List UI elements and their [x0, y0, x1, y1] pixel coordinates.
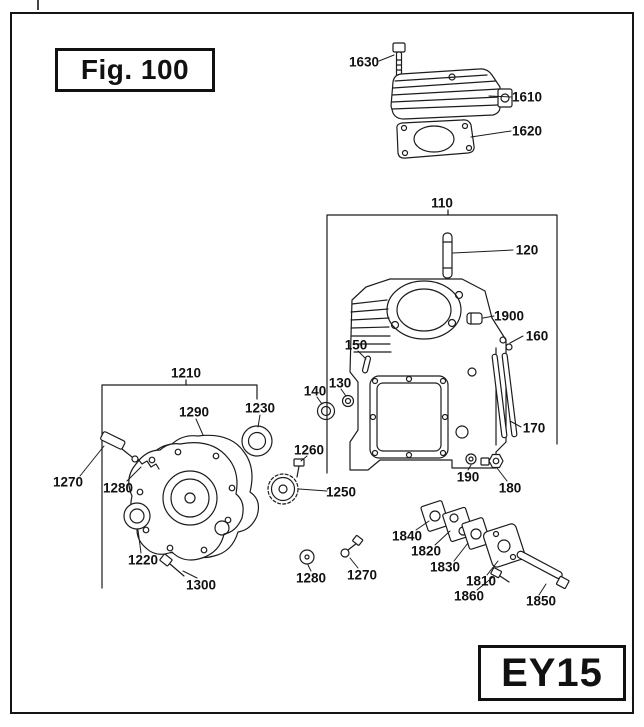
- part-label-1900: 1900: [493, 308, 525, 324]
- leader-lines: [79, 54, 547, 596]
- group-bracket-110: [326, 209, 558, 474]
- washer-1280-drawing: [299, 549, 315, 565]
- part-label-1270: 1270: [52, 474, 84, 490]
- governor-shaft-1270-drawing: [100, 431, 139, 463]
- part-label-1210: 1210: [170, 365, 202, 381]
- cylinder-head-drawing: [390, 68, 513, 120]
- part-label-1850: 1850: [525, 593, 557, 609]
- part-label-1610: 1610: [511, 89, 543, 105]
- part-label-1250: 1250: [325, 484, 357, 500]
- muffler-cover-1810-drawing: [482, 523, 526, 568]
- plug-1900-drawing: [466, 312, 483, 325]
- stud-120-drawing: [442, 232, 453, 279]
- part-label-1230: 1230: [244, 400, 276, 416]
- part-label-1830: 1830: [429, 559, 461, 575]
- part-label-110: 110: [431, 195, 453, 211]
- drain-plug-180-drawing: [480, 453, 504, 469]
- gear-1250-drawing: [267, 473, 299, 505]
- part-label-190: 190: [456, 469, 480, 485]
- part-label-1840: 1840: [391, 528, 423, 544]
- part-label-120: 120: [515, 242, 539, 258]
- part-label-1270: 1270: [346, 567, 378, 583]
- part-label-1300: 1300: [185, 577, 217, 593]
- part-label-1620: 1620: [511, 123, 543, 139]
- bolt-1300-drawing: [159, 553, 185, 577]
- part-label-1260: 1260: [293, 442, 325, 458]
- registration-mark: [37, 0, 39, 10]
- spring-1280-drawing: [137, 458, 160, 470]
- washer-190-drawing: [465, 453, 477, 465]
- head-gasket-drawing: [396, 119, 475, 159]
- engine-block-drawing: [349, 278, 507, 471]
- part-label-1280: 1280: [102, 480, 134, 496]
- nuts-160-drawing: [499, 336, 513, 351]
- screw-1270-drawing: [340, 534, 364, 558]
- part-label-170: 170: [522, 420, 546, 436]
- bolt-1860-drawing: [490, 567, 510, 583]
- part-label-1630: 1630: [348, 54, 380, 70]
- model-number: EY15: [501, 650, 603, 695]
- part-label-180: 180: [498, 480, 522, 496]
- figure-number-box: Fig. 100: [55, 48, 215, 92]
- bolt-1850-drawing: [516, 550, 570, 590]
- stud-150-drawing: [361, 355, 372, 374]
- part-label-1860: 1860: [453, 588, 485, 604]
- part-label-1820: 1820: [410, 543, 442, 559]
- part-label-1280: 1280: [295, 570, 327, 586]
- washer-130-drawing: [341, 394, 355, 408]
- model-number-box: EY15: [478, 645, 626, 701]
- studs-170-drawing: [491, 352, 518, 439]
- page-border: [10, 12, 634, 714]
- part-label-130: 130: [328, 375, 352, 391]
- part-label-1290: 1290: [178, 404, 210, 420]
- part-label-1810: 1810: [465, 573, 497, 589]
- part-label-160: 160: [525, 328, 549, 344]
- oil-seal-1220-drawing: [123, 502, 151, 530]
- bearing-1230-drawing: [241, 425, 273, 457]
- head-bolt-icon: [392, 42, 406, 79]
- part-label-150: 150: [344, 337, 368, 353]
- bearing-140-drawing: [316, 401, 336, 421]
- crankcase-cover-drawing: [128, 442, 244, 561]
- group-bracket-1210: [101, 379, 258, 589]
- part-label-140: 140: [303, 383, 327, 399]
- exhaust-gasket-1830-drawing: [461, 517, 491, 550]
- exhaust-gasket-1840-drawing: [420, 500, 450, 532]
- part-label-1220: 1220: [127, 552, 159, 568]
- figure-number: Fig. 100: [80, 54, 190, 85]
